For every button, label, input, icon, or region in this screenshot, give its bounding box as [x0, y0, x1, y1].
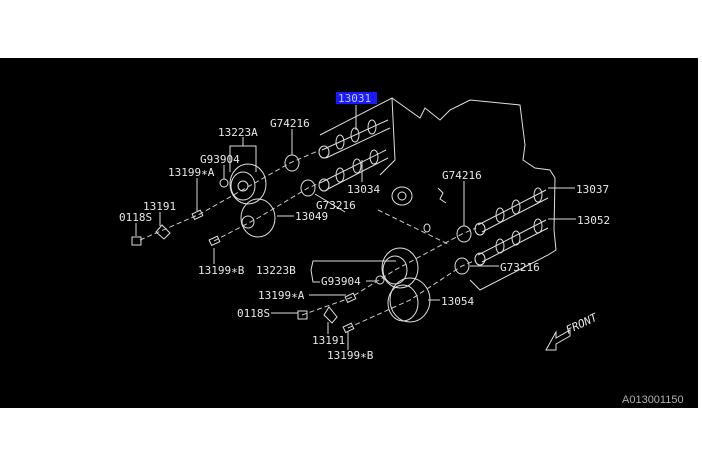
callout-13199b-2[interactable]: 13199∗B — [327, 349, 374, 362]
camshaft-13037[interactable] — [474, 187, 549, 236]
reference-code: A013001150 — [622, 394, 684, 406]
plate-13191-right[interactable] — [323, 306, 338, 324]
camshaft-13031[interactable] — [318, 119, 391, 159]
oil-seal-g74216-left[interactable] — [284, 154, 300, 172]
callout-13223b[interactable]: 13223B — [256, 264, 296, 277]
callout-g74216-2[interactable]: G74216 — [442, 169, 482, 182]
svg-text:FRONT: FRONT — [564, 310, 601, 336]
oil-seal-g73216-right[interactable] — [454, 257, 470, 275]
sprocket-13223a[interactable] — [229, 163, 267, 205]
parts-diagram: FRONT 13031 G74216 13223A G93904 13199∗A… — [0, 58, 698, 408]
callout-13191[interactable]: 13191 — [143, 200, 176, 213]
callout-0118s[interactable]: 0118S — [119, 211, 152, 224]
callout-g74216[interactable]: G74216 — [270, 117, 310, 130]
oil-seal-g73216-left[interactable] — [300, 179, 316, 197]
bolt-13199a-left[interactable] — [191, 209, 204, 221]
engine-block-outline — [391, 97, 557, 291]
cylinder-head-edge — [319, 97, 396, 176]
selected-part-highlight — [336, 92, 377, 104]
callout-g73216[interactable]: G73216 — [316, 199, 356, 212]
sprocket-13223b[interactable] — [381, 247, 419, 289]
callout-13034[interactable]: 13034 — [347, 183, 380, 196]
sprocket-13049[interactable] — [240, 198, 276, 238]
callout-0118s-2[interactable]: 0118S — [237, 307, 270, 320]
camshaft-13034[interactable] — [318, 149, 389, 192]
bolt-0118s-left[interactable] — [131, 236, 142, 246]
plate-13191-left[interactable] — [155, 224, 171, 240]
callout-g93904-2[interactable]: G93904 — [321, 275, 361, 288]
tensioner-parts — [391, 186, 447, 233]
callout-13191-2[interactable]: 13191 — [312, 334, 345, 347]
oil-seal-g74216-right[interactable] — [456, 225, 472, 243]
callout-13223a[interactable]: 13223A — [218, 126, 258, 139]
front-arrow-icon: FRONT — [545, 310, 601, 351]
callout-13199b[interactable]: 13199∗B — [198, 264, 245, 277]
callout-13199a-2[interactable]: 13199∗A — [258, 289, 305, 302]
callout-13054[interactable]: 13054 — [441, 295, 474, 308]
callout-13199a[interactable]: 13199∗A — [168, 166, 215, 179]
callout-13052[interactable]: 13052 — [577, 214, 610, 227]
o-ring-g93904-right[interactable] — [375, 275, 385, 285]
callout-g73216-2[interactable]: G73216 — [500, 261, 540, 274]
bolt-0118s-right[interactable] — [297, 310, 308, 320]
o-ring-g93904-left[interactable] — [219, 178, 229, 188]
diagram-drawing: FRONT 13031 G74216 13223A G93904 13199∗A… — [119, 92, 610, 362]
callout-g93904[interactable]: G93904 — [200, 153, 240, 166]
callout-13037[interactable]: 13037 — [576, 183, 609, 196]
camshaft-13052[interactable] — [474, 218, 549, 266]
callout-13031[interactable]: 13031 — [338, 92, 371, 105]
bolt-13199a-right[interactable] — [344, 292, 357, 304]
leader-lines — [135, 105, 576, 350]
callout-13049[interactable]: 13049 — [295, 210, 328, 223]
